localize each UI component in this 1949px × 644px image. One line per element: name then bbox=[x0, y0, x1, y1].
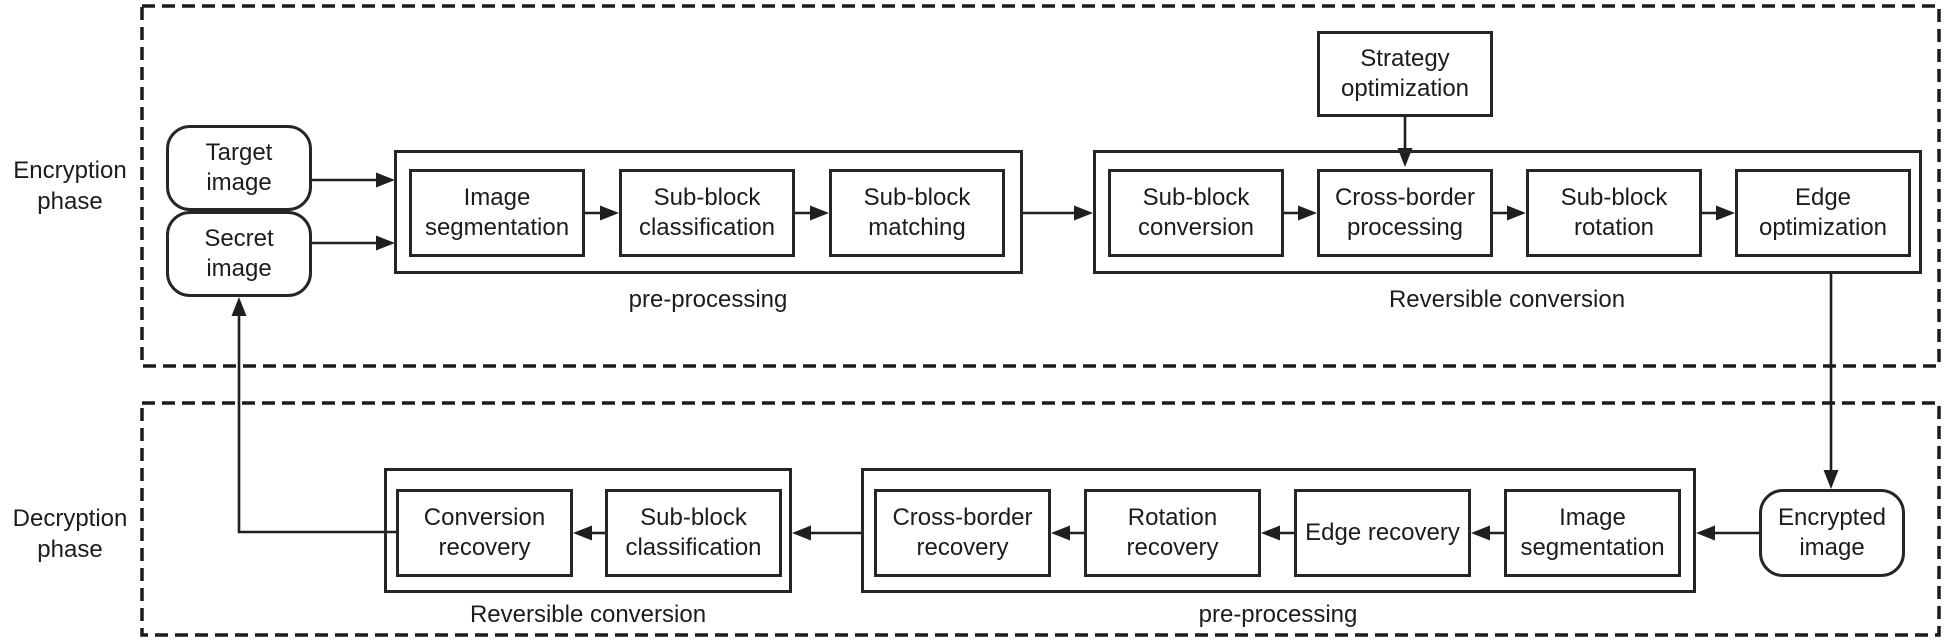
arrowhead-left-icon bbox=[1696, 525, 1715, 541]
connector-classification-to-matching bbox=[795, 205, 829, 221]
connector-classification-to-conversion-recovery bbox=[573, 525, 605, 541]
connector-preprocessing-to-reversible-dec bbox=[792, 525, 861, 541]
arrowhead-down-icon bbox=[1823, 470, 1839, 489]
enc-reversible-group bbox=[1093, 150, 1922, 274]
arrowhead-left-icon bbox=[1051, 525, 1070, 541]
arrowhead-right-icon bbox=[376, 172, 395, 188]
encryption-phase-label: Encryption phase bbox=[13, 157, 127, 215]
connector-recovery-to-secret-feedback bbox=[231, 297, 396, 534]
arrowhead-right-icon bbox=[810, 205, 829, 221]
arrowhead-left-icon bbox=[1471, 525, 1490, 541]
arrowhead-right-icon bbox=[1507, 205, 1526, 221]
connector-edge-to-rotation-recovery bbox=[1261, 525, 1294, 541]
dec-edge-recovery-node: Edge recovery bbox=[1294, 489, 1471, 577]
dec-reversible-caption: Reversible conversion bbox=[469, 601, 707, 628]
connector-rotation-to-crossborder-recovery bbox=[1051, 525, 1084, 541]
connector-edge-to-encrypted bbox=[1823, 274, 1839, 489]
enc-subblock-matching-node: Sub-block matching bbox=[829, 169, 1005, 257]
enc-subblock-conversion-node: Sub-block conversion bbox=[1108, 169, 1284, 257]
connector-crossborder-to-rotation bbox=[1493, 205, 1526, 221]
enc-image-segmentation-node: Image segmentation bbox=[409, 169, 585, 257]
dec-conversion-recovery-node: Conversion recovery bbox=[396, 489, 573, 577]
dec-image-segmentation-node: Image segmentation bbox=[1504, 489, 1681, 577]
arrowhead-up-icon bbox=[231, 297, 247, 316]
enc-reversible-caption: Reversible conversion bbox=[1388, 286, 1626, 313]
arrowhead-left-icon bbox=[1261, 525, 1280, 541]
arrowhead-right-icon bbox=[1298, 205, 1317, 221]
connector-target-to-preprocessing bbox=[312, 172, 395, 188]
connector-preprocessing-to-reversible bbox=[1023, 205, 1093, 221]
enc-preprocessing-group bbox=[394, 150, 1023, 274]
arrowhead-right-icon bbox=[1074, 205, 1093, 221]
arrowhead-right-icon bbox=[376, 235, 395, 251]
connector-secret-to-preprocessing bbox=[312, 235, 395, 251]
secret-image-node: Secret image bbox=[166, 211, 312, 297]
target-image-node: Target image bbox=[166, 125, 312, 211]
connector-segmentation-to-classification bbox=[585, 205, 619, 221]
enc-crossborder-processing-node: Cross-border processing bbox=[1317, 169, 1493, 257]
arrowhead-right-icon bbox=[600, 205, 619, 221]
strategy-optimization-node: Strategy optimization bbox=[1317, 31, 1493, 117]
enc-edge-optimization-node: Edge optimization bbox=[1735, 169, 1911, 257]
connector-conversion-to-crossborder bbox=[1284, 205, 1317, 221]
decryption-phase-label: Decryption phase bbox=[12, 505, 128, 563]
enc-subblock-classification-node: Sub-block classification bbox=[619, 169, 795, 257]
arrowhead-left-icon bbox=[792, 525, 811, 541]
dec-preprocessing-caption: pre-processing bbox=[1198, 601, 1358, 628]
connector-segmentation-to-edge-recovery bbox=[1471, 525, 1504, 541]
dec-reversible-group bbox=[384, 468, 792, 593]
dec-subblock-classification-node: Sub-block classification bbox=[605, 489, 782, 577]
arrowhead-right-icon bbox=[1716, 205, 1735, 221]
connector-rotation-to-edge bbox=[1702, 205, 1735, 221]
arrowhead-left-icon bbox=[573, 525, 592, 541]
dec-crossborder-recovery-node: Cross-border recovery bbox=[874, 489, 1051, 577]
enc-preprocessing-caption: pre-processing bbox=[628, 286, 788, 313]
connector-encrypted-to-preprocessing bbox=[1696, 525, 1759, 541]
dec-preprocessing-group bbox=[861, 468, 1696, 593]
decryption-phase-border bbox=[140, 401, 1941, 637]
encrypted-image-node: Encrypted image bbox=[1759, 489, 1905, 577]
dec-rotation-recovery-node: Rotation recovery bbox=[1084, 489, 1261, 577]
enc-subblock-rotation-node: Sub-block rotation bbox=[1526, 169, 1702, 257]
